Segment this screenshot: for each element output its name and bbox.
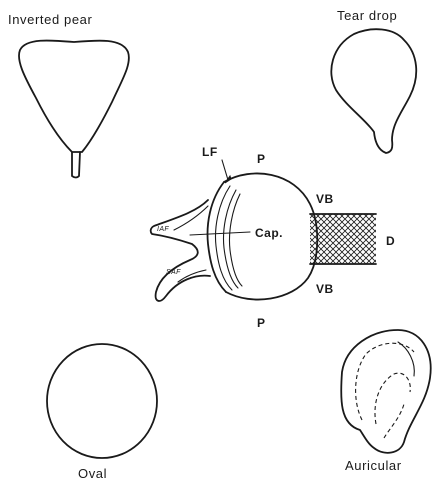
frenula	[151, 200, 210, 301]
inverted-pear-shape	[19, 40, 129, 177]
tear-drop-shape	[331, 29, 416, 153]
oval-shape	[47, 344, 157, 458]
p-bottom-label: P	[257, 316, 266, 330]
auricular-shape	[341, 330, 431, 453]
cap-label: Cap.	[255, 226, 283, 240]
duct-mesh	[310, 214, 376, 264]
lf-label: LF	[202, 145, 218, 159]
p-top-label: P	[257, 152, 266, 166]
saf-label: SAF	[166, 269, 181, 276]
auricular-label: Auricular	[345, 458, 402, 473]
vb-top-label: VB	[316, 192, 334, 206]
oval-label: Oval	[78, 466, 107, 481]
d-label: D	[386, 234, 395, 248]
tear-drop-label: Tear drop	[337, 8, 397, 23]
vb-bottom-label: VB	[316, 282, 334, 296]
iaf-label: IAF	[157, 226, 169, 233]
inverted-pear-label: Inverted pear	[8, 12, 92, 27]
